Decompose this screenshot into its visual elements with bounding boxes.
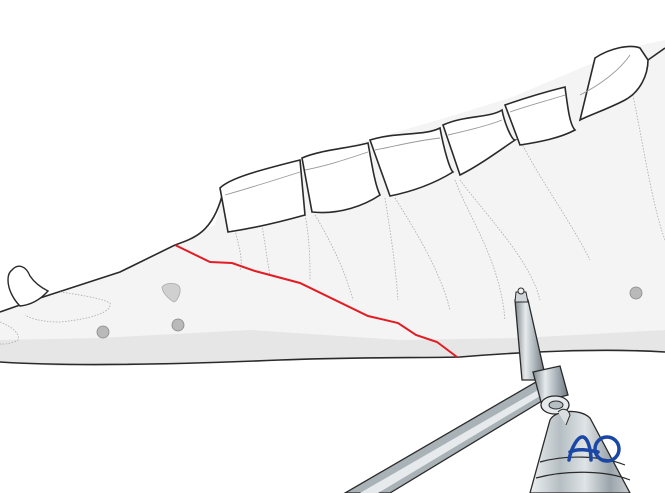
incisor-tooth bbox=[7, 265, 50, 307]
drill-chuck bbox=[529, 410, 631, 493]
screw-hole bbox=[171, 318, 185, 332]
tooth-occlusal-lines bbox=[224, 54, 631, 196]
mental-foramen bbox=[161, 282, 181, 303]
tooth bbox=[368, 126, 455, 197]
instrument-arm bbox=[343, 374, 561, 493]
tooth bbox=[578, 45, 649, 122]
tooth bbox=[219, 158, 306, 233]
fracture-line bbox=[174, 244, 458, 358]
tooth bbox=[442, 108, 518, 177]
shaft-collar bbox=[532, 365, 569, 403]
screw-hole bbox=[96, 325, 110, 339]
screw-hole bbox=[629, 286, 643, 300]
tooth bbox=[503, 86, 577, 146]
ao-logo bbox=[567, 435, 621, 463]
tooth-roots bbox=[0, 59, 665, 345]
cheek-teeth bbox=[219, 45, 665, 233]
angled-screwdriver bbox=[343, 287, 631, 493]
tooth bbox=[301, 141, 382, 214]
